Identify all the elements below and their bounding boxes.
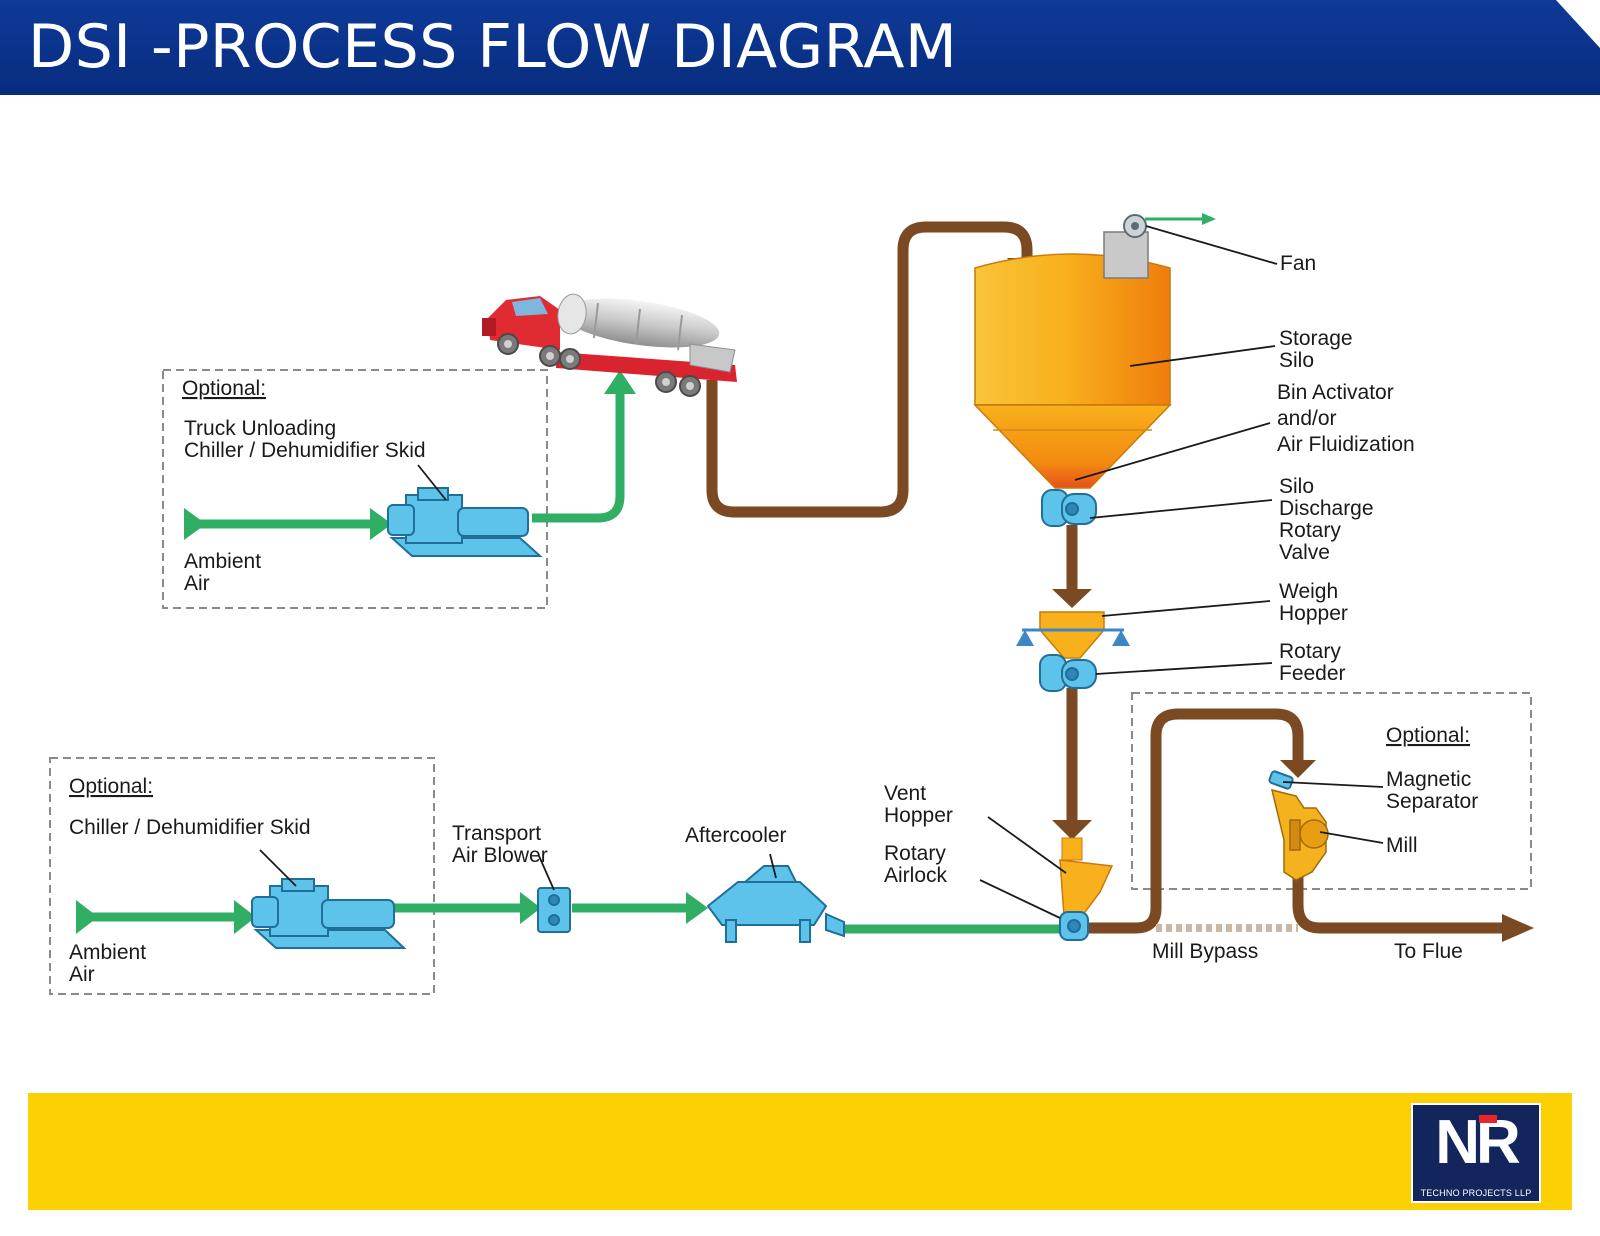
label-transport-air-blower-line: Transport	[452, 822, 541, 845]
label-silo-discharge-rotary-valve: Silo Discharge Rotary Valve	[1279, 475, 1379, 564]
label-bin-activator: Bin Activator and/or Air Fluidization	[1277, 381, 1415, 456]
label-chiller-skid-lower: Chiller / Dehumidifier Skid	[69, 816, 311, 839]
aftercooler	[706, 865, 845, 943]
label-rotary-airlock: Rotary Airlock	[884, 842, 952, 887]
label-magnetic-separator-line: Separator	[1386, 790, 1478, 813]
rotary-airlock	[1059, 911, 1089, 941]
logo-letters: NR	[1435, 1108, 1521, 1177]
logo-caption: TECHNO PROJECTS LLP	[1420, 1188, 1532, 1198]
product-arrow-into-weigh-hopper	[1052, 589, 1092, 608]
transport-air-blower	[537, 887, 571, 933]
weigh-hopper	[1016, 611, 1130, 659]
fan-exhaust-arrow	[1202, 213, 1216, 225]
optional-box-lower	[49, 757, 435, 995]
label-optional-mill: Optional:	[1386, 724, 1470, 747]
label-weigh-hopper: Weigh Hopper	[1279, 580, 1348, 625]
label-mill: Mill	[1386, 834, 1418, 857]
storage-silo	[973, 253, 1172, 489]
product-arrow-into-magnetic-separator	[1280, 760, 1316, 778]
air-arrow-into-blower	[520, 892, 541, 924]
label-transport-air-blower-line: Air Blower	[452, 844, 548, 867]
label-truck-unloading-line: Chiller / Dehumidifier Skid	[184, 439, 426, 462]
to-flue-arrow	[1502, 914, 1534, 942]
chiller-skid-lower	[251, 878, 407, 949]
rotary-feeder	[1039, 654, 1097, 692]
label-storage-silo: Storage Silo	[1279, 327, 1358, 372]
label-optional-lower: Optional:	[69, 775, 153, 798]
bulk-tanker-truck	[482, 293, 737, 397]
label-ambient-air-line: Ambient	[184, 550, 261, 573]
logo-accent	[1479, 1115, 1497, 1123]
magnetic-separator	[1268, 770, 1294, 790]
label-silo-discharge-line: Silo	[1279, 475, 1314, 498]
vent-hopper	[1059, 837, 1114, 917]
air-line-lower	[90, 903, 1060, 934]
label-bin-activator-line: and/or	[1277, 407, 1337, 430]
optional-box-upper	[162, 369, 548, 609]
product-line-to-mill-and-flue	[1085, 708, 1505, 934]
silo-discharge-rotary-valve	[1041, 489, 1097, 527]
label-bin-activator-line: Air Fluidization	[1277, 433, 1415, 456]
label-ambient-air-upper: Ambient Air	[184, 550, 267, 595]
label-silo-discharge-line: Rotary	[1279, 519, 1341, 542]
air-line-upper	[200, 392, 625, 529]
leader-lines	[259, 225, 1384, 919]
ambient-air-source-lower	[76, 900, 98, 934]
footer-band	[28, 1093, 1572, 1210]
air-arrow-into-aftercooler	[686, 892, 708, 924]
label-ambient-air-lower: Ambient Air	[69, 941, 152, 986]
product-arrow-into-vent-hopper	[1052, 820, 1092, 840]
label-mill-bypass: Mill Bypass	[1152, 940, 1258, 963]
air-arrow-into-skid-lower	[234, 900, 256, 934]
air-arrow-into-truck	[604, 370, 636, 394]
label-vent-hopper: Vent Hopper	[884, 782, 953, 827]
label-ambient-air-line: Ambient	[69, 941, 146, 964]
label-truck-unloading-skid: Truck Unloading Chiller / Dehumidifier S…	[184, 417, 426, 462]
label-aftercooler: Aftercooler	[685, 824, 787, 847]
label-storage-silo-line: Silo	[1279, 349, 1314, 372]
label-silo-discharge-line: Discharge	[1279, 497, 1374, 520]
title-bar-shape	[0, 0, 1600, 95]
label-rotary-feeder: Rotary Feeder	[1279, 640, 1347, 685]
diagram-canvas: Fan Storage Silo Bin Activator and/or Ai…	[49, 213, 1534, 995]
label-fan: Fan	[1280, 252, 1316, 275]
fan-unit	[1103, 214, 1149, 279]
product-line-truck-to-silo	[706, 221, 1033, 518]
label-weigh-hopper-line: Weigh	[1279, 580, 1338, 603]
label-ambient-air-line: Air	[69, 963, 95, 986]
page-title: DSI -PROCESS FLOW DIAGRAM	[28, 12, 958, 82]
label-rotary-airlock-line: Rotary	[884, 842, 946, 865]
label-rotary-airlock-line: Airlock	[884, 864, 948, 887]
label-vent-hopper-line: Vent	[884, 782, 926, 805]
process-flow-diagram: Fan Storage Silo Bin Activator and/or Ai…	[0, 95, 1600, 1085]
label-magnetic-separator: Magnetic Separator	[1386, 768, 1478, 813]
label-bin-activator-line: Bin Activator	[1277, 381, 1394, 404]
mill	[1270, 788, 1329, 881]
label-rotary-feeder-line: Feeder	[1279, 662, 1346, 685]
label-weigh-hopper-line: Hopper	[1279, 602, 1348, 625]
label-magnetic-separator-line: Magnetic	[1386, 768, 1471, 791]
label-silo-discharge-line: Valve	[1279, 541, 1330, 564]
label-transport-air-blower: Transport Air Blower	[452, 822, 548, 867]
ambient-air-source-upper	[184, 508, 206, 540]
chiller-skid-upper	[387, 487, 543, 557]
optional-box-mill	[1131, 692, 1532, 890]
label-to-flue: To Flue	[1394, 940, 1463, 963]
title-bar: DSI -PROCESS FLOW DIAGRAM	[0, 0, 1600, 95]
air-arrow-into-skid-upper	[370, 508, 392, 540]
label-rotary-feeder-line: Rotary	[1279, 640, 1341, 663]
label-optional-upper: Optional:	[182, 377, 266, 400]
label-vent-hopper-line: Hopper	[884, 804, 953, 827]
company-logo: NR TECHNO PROJECTS LLP	[1411, 1103, 1541, 1203]
label-truck-unloading-line: Truck Unloading	[184, 417, 336, 440]
label-ambient-air-line: Air	[184, 572, 210, 595]
label-storage-silo-line: Storage	[1279, 327, 1353, 350]
